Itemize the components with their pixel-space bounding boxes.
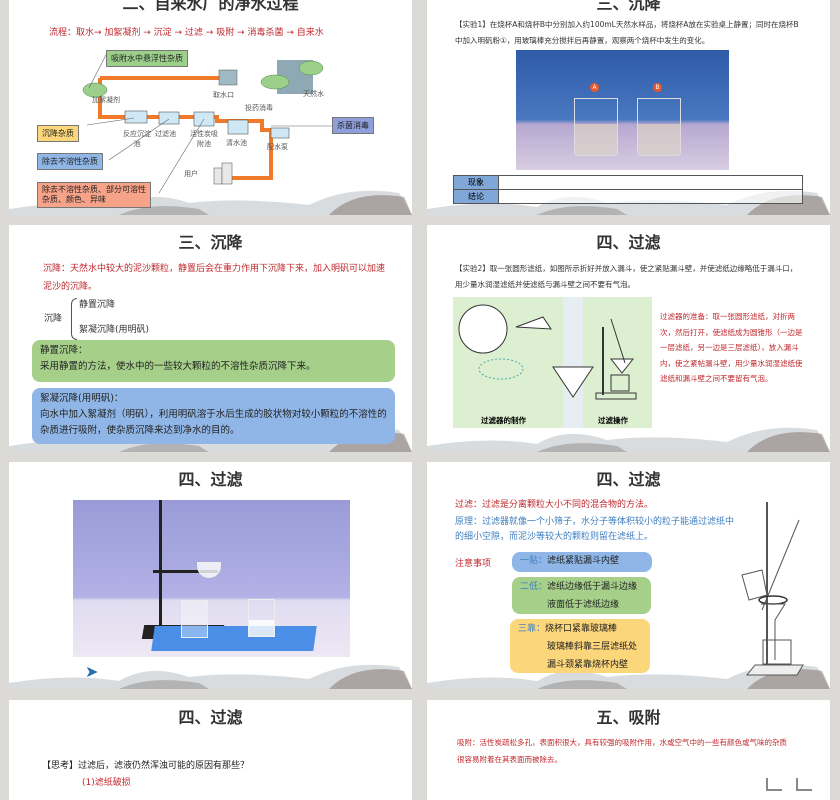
rule-line: 烧杯口紧靠玻璃棒 — [545, 624, 618, 634]
slide-title: 三、沉降 — [178, 233, 243, 252]
definition-text: 沉降：天然水中较大的泥沙颗粒，静置后会在重力作用下沉降下来，加入明矾可以加速泥沙… — [43, 264, 386, 292]
funnel — [197, 562, 221, 578]
question-text: 【思考】过滤后，滤液仍然浑浊可能的原因有那些？ — [42, 761, 250, 771]
brace-item: 静置沉降 — [79, 300, 116, 310]
slide-filter-think[interactable]: 四、过滤 【思考】过滤后，滤液仍然浑浊可能的原因有那些？ (1)滤纸破损 — [9, 700, 412, 800]
caption-right: 过滤操作 — [598, 416, 628, 425]
filter-apparatus-icon — [741, 502, 804, 676]
box-text: 采用静置的方法，使水中的一些较大颗粒的不溶性杂质沉降下来。 — [40, 361, 316, 372]
phenomenon-cell[interactable] — [498, 175, 803, 190]
stand-rod — [159, 500, 162, 625]
rule-three-lean: 三靠：烧杯口紧靠玻璃棒 玻璃棒斜靠三层滤纸处 漏斗颈紧靠烧杯内壁 — [510, 619, 650, 673]
reaction-tank-label: 反应沉淀池 — [123, 130, 151, 148]
rule-line: 玻璃棒斜靠三层滤纸处 — [547, 642, 638, 652]
slide-title: 四、过滤 — [178, 470, 243, 489]
beaker-b-label: B — [653, 83, 662, 92]
carbon-tank-label: 活性炭吸附池 — [190, 130, 218, 148]
slide-filter-prep[interactable]: 四、过滤 【实验2】取一张圆形滤纸，如图所示折好并放入漏斗，使之紧贴漏斗壁，并使… — [427, 225, 830, 452]
rule-line: 液面低于滤纸边缘 — [547, 600, 620, 610]
brace-label: 沉降 — [44, 314, 63, 324]
beaker-b — [637, 98, 681, 156]
beaker-a — [574, 98, 618, 156]
experiment-photo: A B — [516, 50, 729, 170]
tanks — [124, 110, 290, 139]
slide-filter-video[interactable]: 四、过滤 ➤ — [9, 462, 412, 689]
experiment-text: 【实验1】在烧杯A和烧杯B中分别加入约100mL天然水样品，将烧杯A放在实验桌上… — [455, 20, 799, 45]
callout-insoluble: 除去不溶性杂质 — [37, 153, 103, 170]
slide-title: 五、吸附 — [596, 708, 661, 727]
rule-line: 漏斗颈紧靠烧杯内壁 — [547, 660, 629, 670]
slide-title: 三、沉降 — [596, 0, 661, 13]
slide-title: 四、过滤 — [596, 233, 661, 252]
natural-water-label: 天然水 — [303, 90, 324, 98]
rule-two-low: 二低：滤纸边缘低于漏斗边缘 液面低于滤纸边缘 — [512, 577, 651, 614]
play-arrow-icon[interactable]: ➤ — [85, 662, 99, 681]
callout-disinfect: 杀菌消毒 — [332, 117, 374, 134]
rule-one-stick: 一贴：滤纸紧贴漏斗内壁 — [512, 552, 652, 572]
beaker — [248, 599, 275, 637]
answer-item: (1)滤纸破损 — [82, 778, 131, 788]
definition-text: 吸附：活性炭疏松多孔，表面积很大，具有较强的吸附作用，水或空气中的一些有颜色或气… — [457, 738, 787, 764]
static-settling-box: 静置沉降： 采用静置的方法，使水中的一些较大颗粒的不溶性杂质沉降下来。 — [32, 340, 395, 382]
beaker-a-label: A — [590, 83, 599, 92]
slide-water-plant[interactable]: 二、自来水厂的净水过程 流程：取水→ 加絮凝剂 → 沉淀 → 过滤 → 吸附 →… — [9, 0, 412, 215]
filter-video[interactable] — [73, 500, 350, 657]
definition-text: 过滤：过滤是分离颗粒大小不同的混合物的方法。 — [455, 500, 654, 510]
tree-icon — [82, 82, 108, 98]
callout-settle: 沉降杂质 — [37, 125, 79, 142]
clamp — [153, 570, 218, 573]
box-heading: 静置沉降： — [40, 345, 88, 356]
slide-title: 四、过滤 — [178, 708, 243, 727]
notes-label: 注意事项 — [455, 559, 492, 569]
tube-icon — [766, 778, 812, 791]
table-row: 现象 — [453, 175, 803, 190]
filter-prep-note: 过滤器的准备：取一张圆形滤纸，对折两次，然后打开，使滤纸成为圆锥形（一边是一层滤… — [660, 312, 803, 383]
mountain-decoration — [9, 664, 412, 689]
users-label: 用户 — [184, 170, 198, 178]
coagulation-settling-box: 絮凝沉降(用明矾)： 向水中加入絮凝剂（明矾），利用明矾溶于水后生成的胶状物对较… — [32, 388, 395, 444]
principle-text: 原理：过滤器就像一个小筛子，水分子等体积较小的粒子能通过滤纸中的细小空隙，而泥沙… — [455, 517, 735, 542]
intake-icon — [218, 69, 238, 86]
experiment-text: 【实验2】取一张圆形滤纸，如图所示折好并放入漏斗，使之紧贴漏斗壁，并使滤纸边缘略… — [455, 264, 798, 289]
filter-drawing-icon — [458, 304, 637, 400]
clear-tank-label: 清水池 — [226, 139, 247, 147]
slide-title: 四、过滤 — [596, 470, 661, 489]
pump-label: 配水泵 — [267, 143, 288, 151]
callout-adsorb: 吸附水中悬浮性杂质 — [106, 50, 188, 67]
row-label: 现象 — [453, 175, 499, 190]
filter-tank-label: 过滤池 — [155, 130, 176, 138]
rule-line: 滤纸紧贴漏斗内壁 — [547, 556, 620, 566]
rule-key: 一贴： — [520, 556, 548, 566]
box-heading: 絮凝沉降(用明矾)： — [40, 393, 124, 404]
brace-icon — [71, 298, 77, 340]
slide-adsorption[interactable]: 五、吸附 吸附：活性炭疏松多孔，表面积很大，具有较强的吸附作用，水或空气中的一些… — [427, 700, 830, 800]
slide-title: 二、自来水厂的净水过程 — [122, 0, 299, 13]
beaker — [181, 600, 208, 638]
intake-label: 取水口 — [213, 91, 234, 99]
coagulant-label: 加絮凝剂 — [92, 96, 120, 104]
row-label: 结论 — [453, 189, 499, 204]
flow-text: 流程：取水→ 加絮凝剂 → 沉淀 → 过滤 → 吸附 → 消毒杀菌 → 自来水 — [49, 28, 324, 38]
observation-table: 现象 结论 — [453, 175, 803, 204]
buildings-icon — [213, 162, 233, 185]
caption-left: 过滤器的制作 — [481, 416, 526, 425]
blue-mat — [151, 626, 317, 651]
conclusion-cell[interactable] — [498, 189, 803, 204]
water-plant-diagram — [82, 52, 332, 194]
box-text: 向水中加入絮凝剂（明矾），利用明矾溶于水后生成的胶状物对较小颗粒的不溶性的杂质进… — [40, 409, 387, 436]
rule-key: 二低： — [520, 582, 548, 592]
slide-filter-rules[interactable]: 四、过滤 过滤：过滤是分离颗粒大小不同的混合物的方法。 原理：过滤器就像一个小筛… — [427, 462, 830, 689]
rule-line: 滤纸边缘低于漏斗边缘 — [547, 582, 638, 592]
dosing-label: 投药消毒 — [245, 104, 273, 112]
table-row: 结论 — [453, 189, 803, 204]
rule-key: 三靠： — [518, 624, 546, 634]
callout-carbon: 除去不溶性杂质、部分可溶性杂质、颜色、异味 — [37, 182, 151, 208]
filter-illustration: 过滤器的制作 过滤操作 — [453, 297, 652, 428]
slide-settling-experiment[interactable]: 三、沉降 【实验1】在烧杯A和烧杯B中分别加入约100mL天然水样品，将烧杯A放… — [427, 0, 830, 215]
slide-settling-types[interactable]: 三、沉降 沉降：天然水中较大的泥沙颗粒，静置后会在重力作用下沉降下来，加入明矾可… — [9, 225, 412, 452]
brace-item: 絮凝沉降(用明矾) — [79, 325, 150, 335]
